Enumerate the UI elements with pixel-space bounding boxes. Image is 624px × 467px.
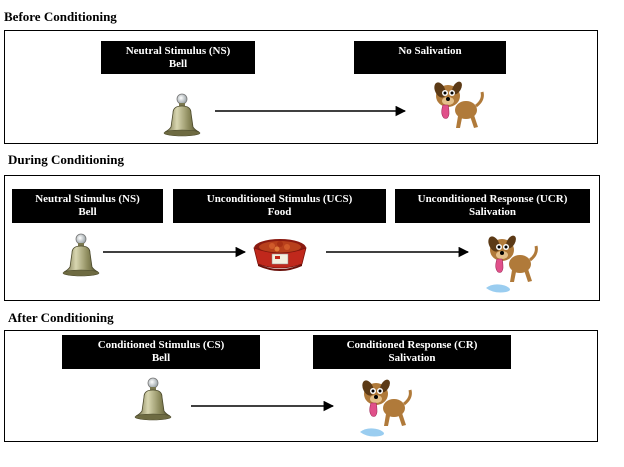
before-stimulus-line1: Neutral Stimulus (NS) xyxy=(125,45,231,57)
before-response-line1: No Salivation xyxy=(398,45,462,57)
after-stimulus-label: Conditioned Stimulus (CS) Bell xyxy=(62,335,260,369)
arrow-right-icon xyxy=(191,400,335,412)
after-stimulus-line1: Conditioned Stimulus (CS) xyxy=(97,339,225,351)
dog-food-bowl-icon xyxy=(253,238,307,272)
section-title-before: Before Conditioning xyxy=(4,9,117,24)
during-stimulus-line2: Bell xyxy=(78,206,97,218)
bell-icon xyxy=(163,93,201,137)
arrow-right-icon xyxy=(326,246,470,258)
before-stimulus-label: Neutral Stimulus (NS) Bell xyxy=(101,41,255,74)
dog-icon xyxy=(430,78,484,130)
during-response-label: Unconditioned Response (UCR) Salivation xyxy=(395,189,590,223)
during-stimulus-line1: Neutral Stimulus (NS) xyxy=(35,193,140,205)
bell-icon xyxy=(62,233,100,277)
drooling-dog-icon xyxy=(358,376,412,437)
before-response-label: No Salivation xyxy=(354,41,506,74)
after-response-line2: Salivation xyxy=(388,352,436,364)
after-response-label: Conditioned Response (CR) Salivation xyxy=(313,335,511,369)
section-title-after: After Conditioning xyxy=(8,310,114,325)
after-response-line1: Conditioned Response (CR) xyxy=(346,339,478,351)
during-response-line2: Salivation xyxy=(468,206,517,218)
during-response-line1: Unconditioned Response (UCR) xyxy=(417,193,568,205)
before-stimulus-line2: Bell xyxy=(168,58,188,70)
section-title-during: During Conditioning xyxy=(8,152,124,167)
arrow-right-icon xyxy=(215,105,407,117)
drooling-dog-icon xyxy=(484,232,538,293)
during-stimulus-label: Neutral Stimulus (NS) Bell xyxy=(12,189,163,223)
arrow-right-icon xyxy=(103,246,247,258)
after-stimulus-line2: Bell xyxy=(151,352,171,364)
before-conditioning-panel xyxy=(4,30,598,144)
during-ucs-label: Unconditioned Stimulus (UCS) Food xyxy=(173,189,386,223)
bell-icon xyxy=(134,377,172,421)
during-ucs-line2: Food xyxy=(267,206,292,218)
during-ucs-line1: Unconditioned Stimulus (UCS) xyxy=(206,193,353,205)
